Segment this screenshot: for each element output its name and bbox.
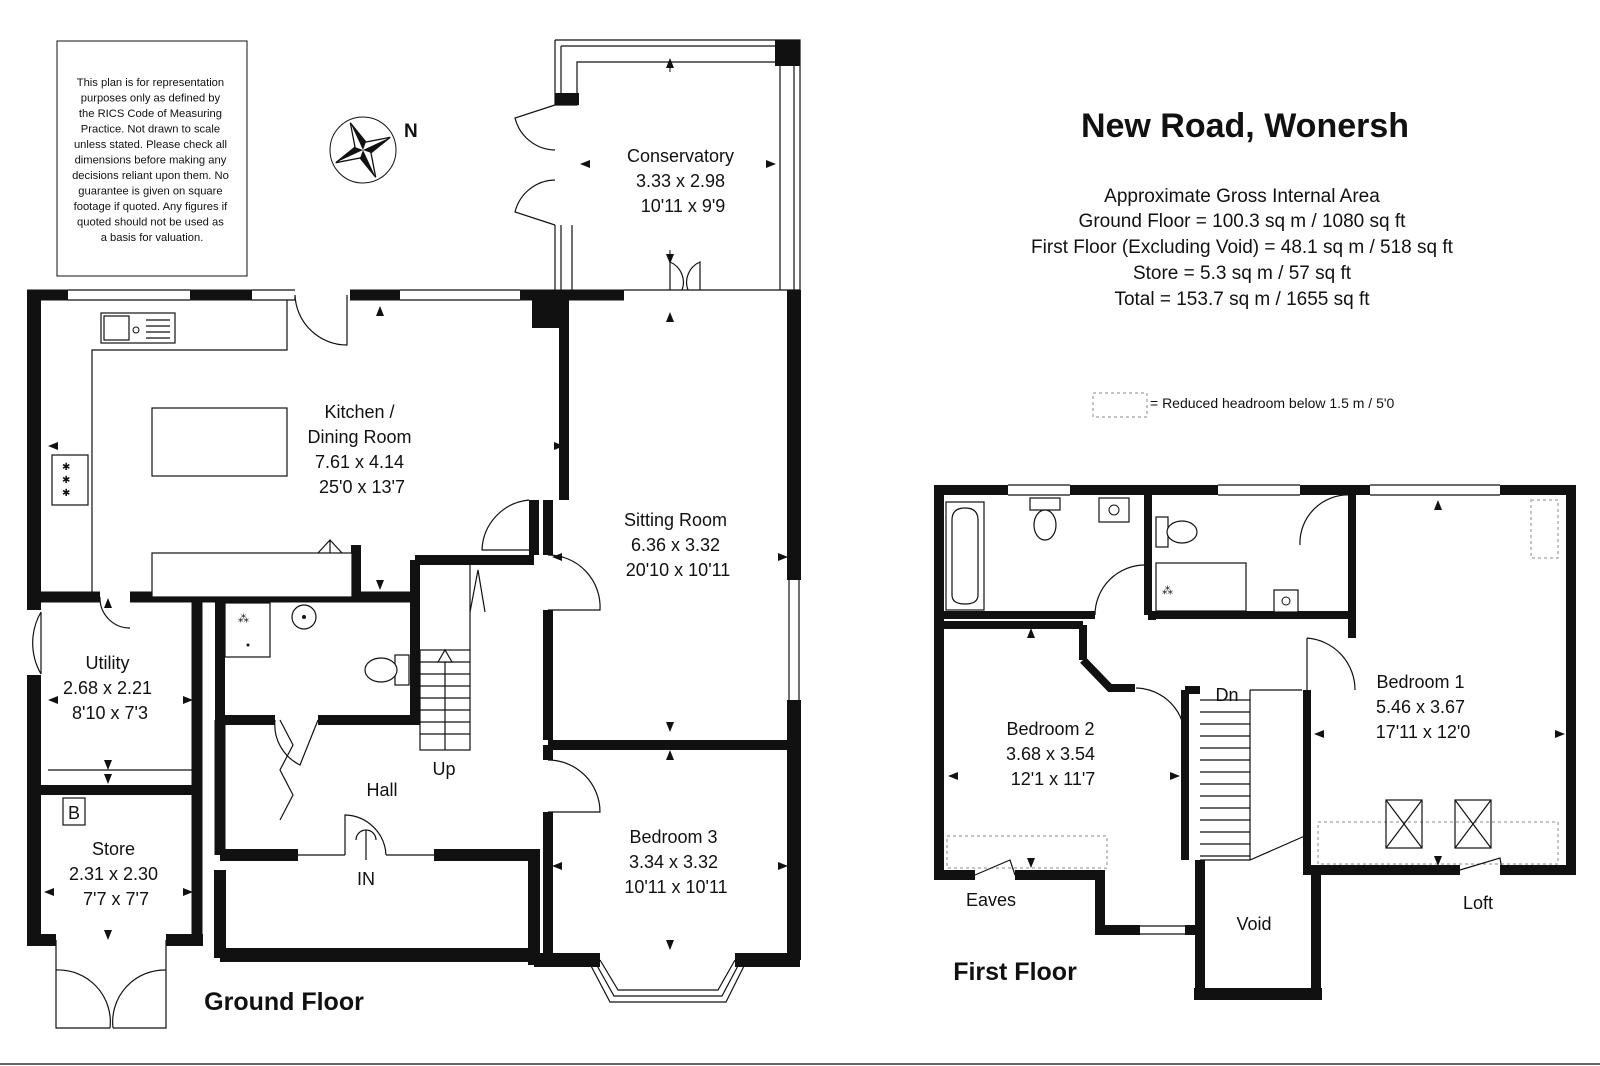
bedroom-1-label: Bedroom 1 5.46 x 3.67 17'11 x 12'0 <box>1376 672 1471 742</box>
compass-north-label: N <box>404 121 418 142</box>
dimension-arrows-first <box>948 500 1565 868</box>
bedroom-3-label: Bedroom 3 3.34 x 3.32 10'11 x 10'11 <box>624 827 727 897</box>
reduced-headroom-zone <box>1530 499 1559 559</box>
legend-reduced-headroom: = Reduced headroom below 1.5 m / 5'0 <box>1150 395 1395 411</box>
area-first-floor: First Floor (Excluding Void) = 48.1 sq m… <box>1031 237 1454 258</box>
disclaimer-box: This plan is for representation purposes… <box>56 40 248 277</box>
eaves-label: Eaves <box>966 890 1016 910</box>
basin-icon <box>1098 497 1130 523</box>
loft-label: Loft <box>1463 893 1493 913</box>
toilet-icon <box>1155 516 1198 548</box>
basin-icon <box>1273 589 1299 613</box>
skylight-icon <box>1385 799 1423 849</box>
void-label: Void <box>1236 914 1271 934</box>
first-floor-plan: ⁂ <box>934 484 1576 1000</box>
dimension-arrows-ground <box>44 58 788 950</box>
sink-icon <box>100 312 176 344</box>
svg-text:✱: ✱ <box>62 475 70 486</box>
area-store: Store = 5.3 sq m / 57 sq ft <box>1133 263 1352 284</box>
skylight-icon <box>1454 799 1492 849</box>
plan-title: New Road, Wonersh <box>1081 107 1409 145</box>
stairs-down-label: Dn <box>1215 685 1238 705</box>
kitchen-dining-label: Kitchen / Dining Room 7.61 x 4.14 25'0 x… <box>307 402 416 497</box>
boiler-box <box>62 797 86 826</box>
first-floor-stairs <box>1200 690 1308 861</box>
conservatory-label: Conservatory 3.33 x 2.98 10'11 x 9'9 <box>627 146 739 216</box>
svg-text:✱: ✱ <box>62 488 70 499</box>
store-label: Store 2.31 x 2.30 7'7 x 7'7 <box>69 839 163 909</box>
area-total: Total = 153.7 sq m / 1655 sq ft <box>1114 289 1370 310</box>
ground-outer-walls <box>27 289 801 1029</box>
svg-text:✱: ✱ <box>62 462 70 473</box>
reduced-headroom-zone <box>946 835 1108 869</box>
ground-floor-plan: ✱ ✱ ✱ ⁂ <box>27 39 801 1029</box>
first-floor-title: First Floor <box>953 958 1077 986</box>
conservatory-walls <box>514 39 801 291</box>
entrance-arrow-icon <box>355 829 377 860</box>
kitchen-fittings <box>39 300 353 598</box>
utility-label: Utility 2.68 x 2.21 8'10 x 7'3 <box>63 653 157 723</box>
stairs-up-label: Up <box>432 759 455 779</box>
reduced-headroom-swatch <box>1092 392 1148 418</box>
area-heading: Approximate Gross Internal Area <box>1104 186 1380 207</box>
disclaimer-text: This plan is for representation purposes… <box>72 77 232 244</box>
basin-icon <box>291 604 317 630</box>
bath-icon <box>945 501 985 611</box>
shower-icon: ⁂ <box>224 602 271 658</box>
bedroom-2-label: Bedroom 2 3.68 x 3.54 12'1 x 11'7 <box>1006 719 1100 789</box>
entrance-label: IN <box>357 869 375 889</box>
area-ground-floor: Ground Floor = 100.3 sq m / 1080 sq ft <box>1079 211 1407 232</box>
compass-icon <box>329 116 397 184</box>
shower-icon: ⁂ <box>1155 562 1247 612</box>
svg-text:⁂: ⁂ <box>238 612 249 625</box>
hob-icon: ✱ ✱ ✱ <box>51 454 89 506</box>
svg-text:⁂: ⁂ <box>1162 584 1173 597</box>
toilet-icon <box>1029 497 1061 541</box>
hall-label: Hall <box>366 780 397 800</box>
ground-stairs <box>419 560 486 751</box>
boiler-label: B <box>68 803 80 823</box>
sitting-room-label: Sitting Room 6.36 x 3.32 20'10 x 10'11 <box>624 510 732 580</box>
ground-floor-title: Ground Floor <box>204 988 364 1016</box>
toilet-icon <box>364 654 410 686</box>
